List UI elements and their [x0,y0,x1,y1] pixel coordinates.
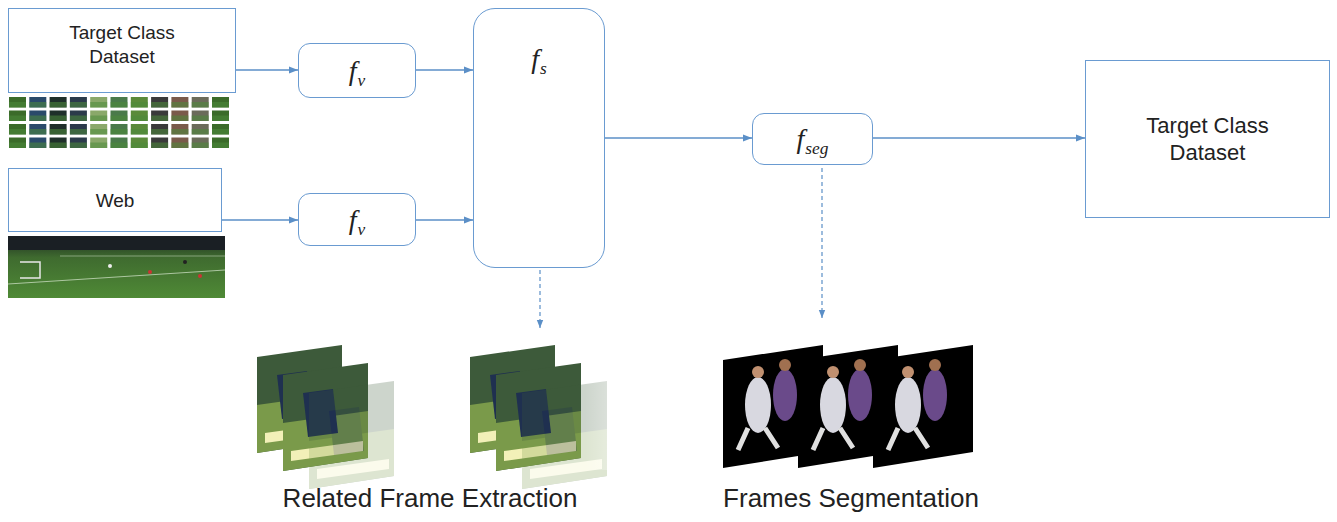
segmentation-box: fseg [752,113,873,165]
function-symbol: f [797,123,805,154]
function-subscript: s [540,59,547,78]
dataset-box: Target Class Dataset [8,8,236,93]
node-label: Web [96,189,135,213]
flow-arrow [416,69,473,70]
flow-arrow [605,137,752,138]
related-frame-stacks [257,340,655,489]
caption-label: Frames Segmentation [723,483,979,514]
dashed-pointer [539,270,540,328]
node-content: fs [531,43,547,75]
flow-arrow [236,69,298,70]
node-content: Target Class Dataset [1133,112,1283,167]
caption-label: Related Frame Extraction [283,483,578,514]
feature-extractor-box: fv [298,193,416,246]
function-subscript: v [358,220,366,239]
function-symbol: f [349,204,357,235]
function-symbol: f [531,43,539,74]
web-soccer-image [8,236,225,298]
node-content: fv [349,204,366,236]
math-symbol: fseg [797,123,829,155]
node-label: Target Class Dataset [1133,112,1283,167]
node-content: Target Class Dataset [47,21,197,69]
flow-arrow [873,137,1085,138]
output-dataset-box: Target Class Dataset [1085,60,1330,218]
web-source-box: Web [8,168,222,232]
function-subscript: seg [805,139,828,158]
node-label: Target Class Dataset [47,21,197,69]
thumbnail-grid [9,97,229,148]
flow-arrow [416,219,473,220]
math-symbol: fv [349,55,366,87]
selector-box: fs [473,8,605,268]
node-content: fv [349,55,366,87]
node-content: fseg [797,123,829,155]
node-content: Web [96,189,135,213]
segmented-frames [723,345,973,468]
dashed-pointer [821,168,822,318]
function-symbol: f [349,55,357,86]
feature-extractor-box: fv [298,43,416,98]
math-symbol: fs [531,43,547,75]
math-symbol: fv [349,204,366,236]
flow-arrow [222,219,298,220]
function-subscript: v [358,71,366,90]
